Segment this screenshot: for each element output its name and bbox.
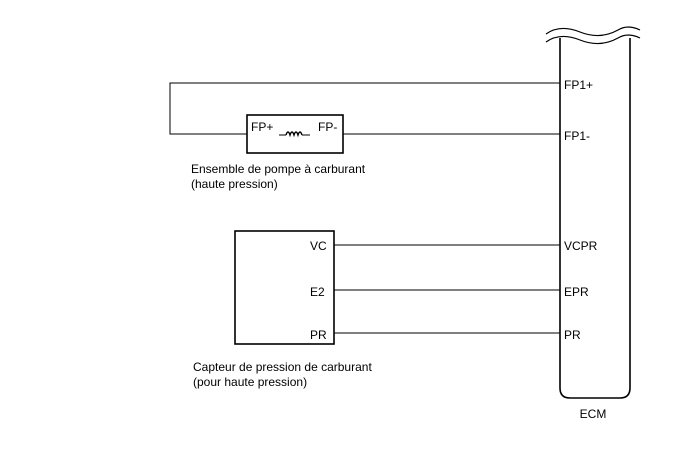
pressure-sensor-box	[234, 230, 335, 345]
sensor-pin-vc: VC	[310, 239, 327, 253]
pressure-sensor-caption-line2: (pour haute pression)	[193, 375, 307, 389]
pressure-sensor-caption-line1: Capteur de pression de carburant	[193, 360, 372, 374]
coil-icon	[285, 131, 303, 138]
sensor-pin-pr: PR	[310, 328, 327, 342]
fuel-pump-caption-line2: (haute pression)	[191, 177, 278, 191]
ecm-break-mark-lower	[545, 34, 641, 45]
ecm-body	[559, 38, 631, 399]
fuel-pump-pin-plus: FP+	[251, 120, 273, 134]
ecm-break-mark-upper	[545, 26, 641, 37]
wire-fp1-plus	[169, 82, 560, 135]
ecm-pin-vcpr: VCPR	[564, 239, 598, 253]
fuel-pump-caption-line1: Ensemble de pompe à carburant	[191, 162, 366, 176]
ecm-label: ECM	[580, 407, 607, 421]
ecm-pin-fp1-minus: FP1-	[564, 129, 590, 143]
ecm-pin-fp1-plus: FP1+	[564, 78, 593, 92]
ecm-pin-epr: EPR	[564, 285, 589, 299]
ecm-pin-pr: PR	[564, 328, 581, 342]
fuel-pump-pin-minus: FP-	[318, 120, 337, 134]
sensor-pin-e2: E2	[310, 285, 325, 299]
